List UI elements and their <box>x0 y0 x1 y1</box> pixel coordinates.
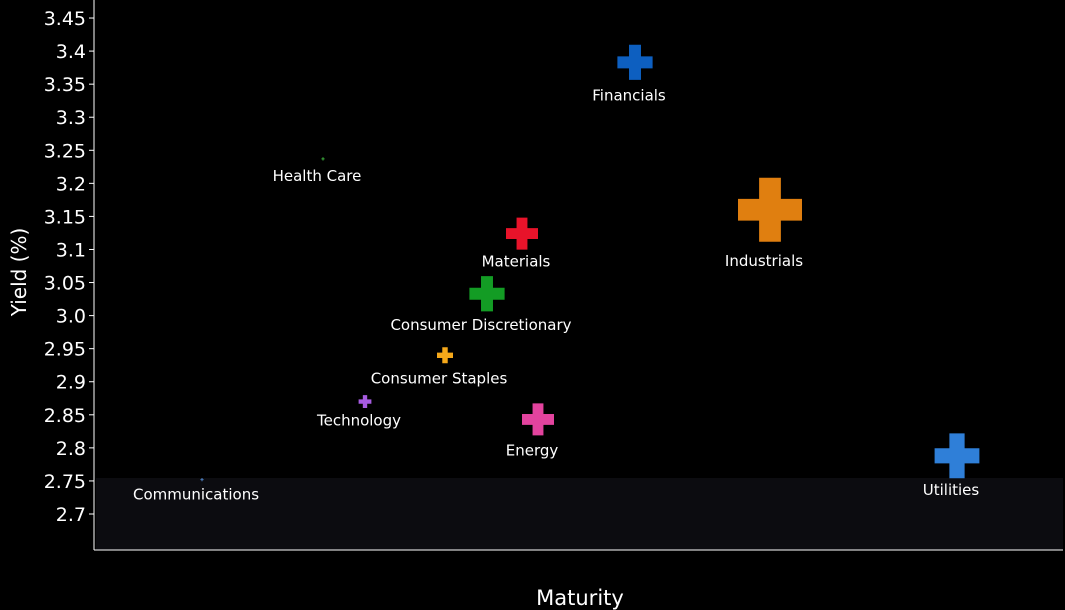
point-marker-consumer-staples <box>437 347 453 364</box>
y-tick-label: 3.25 <box>44 140 86 162</box>
point-marker-communications <box>200 478 204 482</box>
y-tick-label: 2.85 <box>44 405 86 427</box>
y-tick-label: 3.0 <box>56 306 86 328</box>
point-marker-industrials <box>738 177 802 242</box>
point-label-consumer-staples: Consumer Staples <box>371 369 508 387</box>
y-tick-label: 3.35 <box>44 74 86 96</box>
y-tick-label: 3.3 <box>56 107 86 129</box>
lower-band <box>96 478 1063 550</box>
point-marker-consumer-discretionary <box>469 276 505 312</box>
point-label-energy: Energy <box>506 441 559 459</box>
point-label-health-care: Health Care <box>273 167 362 185</box>
point-marker-materials <box>506 217 538 250</box>
point-label-industrials: Industrials <box>725 252 803 270</box>
point-marker-health-care <box>321 157 325 161</box>
y-tick-label: 3.1 <box>56 239 86 261</box>
y-tick-label: 2.8 <box>56 438 86 460</box>
point-label-materials: Materials <box>482 253 551 271</box>
point-marker-utilities <box>934 433 980 479</box>
x-axis-title: Maturity <box>536 586 624 610</box>
point-label-consumer-discretionary: Consumer Discretionary <box>390 316 571 334</box>
y-tick-label: 3.4 <box>56 41 86 63</box>
y-axis-ticks: 2.7 2.75 2.8 2.85 2.9 2.95 3.0 3.05 3.1 3.15 3.2 3.… <box>44 8 94 526</box>
y-tick-label: 2.95 <box>44 339 86 361</box>
point-marker-energy <box>522 403 554 436</box>
y-tick-label: 2.7 <box>56 504 86 526</box>
y-tick-label: 3.05 <box>44 273 86 295</box>
point-label-financials: Financials <box>592 86 666 104</box>
y-tick-label: 3.45 <box>44 8 86 30</box>
point-marker-technology <box>358 395 372 408</box>
y-tick-label: 3.2 <box>56 173 86 195</box>
y-tick-label: 3.15 <box>44 206 86 228</box>
point-label-technology: Technology <box>316 412 401 430</box>
y-axis-title: Yield (%) <box>7 228 31 318</box>
y-tick-label: 2.75 <box>44 471 86 493</box>
point-marker-financials <box>617 44 653 80</box>
y-tick-label: 2.9 <box>56 372 86 394</box>
point-label-utilities: Utilities <box>923 481 980 499</box>
point-label-communications: Communications <box>133 486 259 504</box>
